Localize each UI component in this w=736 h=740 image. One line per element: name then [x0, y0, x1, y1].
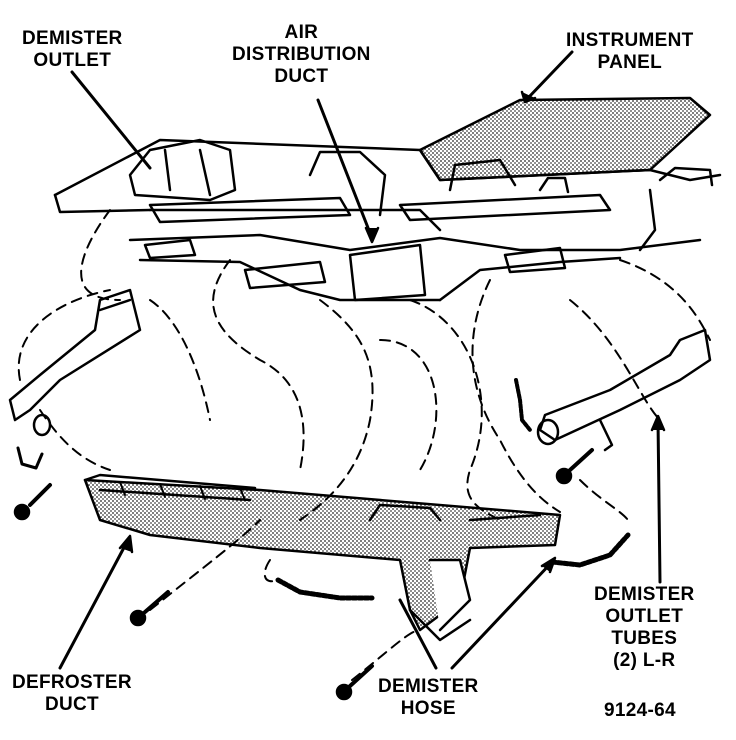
screw-left-top — [13, 483, 52, 521]
label-instrument-panel: INSTRUMENT PANEL — [566, 30, 694, 73]
leader-demister-hose-2 — [398, 598, 438, 670]
air-distribution-duct-part — [348, 243, 427, 302]
demister-hose-right — [549, 532, 631, 568]
label-defroster-duct: DEFROSTER DUCT — [12, 672, 132, 715]
leader-air-distribution-duct — [316, 98, 374, 240]
leader-instrument-panel — [526, 50, 574, 100]
leader-demister-outlet-tubes — [656, 418, 662, 584]
defroster-duct-part — [83, 478, 562, 632]
demister-hose-lower — [275, 577, 375, 601]
demister-outlet-tube-left — [8, 288, 142, 422]
demister-hose-left — [16, 446, 44, 470]
screw-center-bottom — [335, 664, 374, 701]
figure-number: 9124-64 — [604, 700, 676, 721]
leader-defroster-duct — [58, 538, 130, 670]
demister-outlet-left-part — [128, 138, 237, 202]
label-air-distribution-duct: AIR DISTRIBUTION DUCT — [232, 22, 371, 87]
instrument-panel-pad — [418, 96, 712, 182]
instrument-panel-body — [53, 138, 722, 197]
label-demister-hose: DEMISTER HOSE — [378, 676, 479, 719]
label-demister-outlet-tubes: DEMISTER OUTLET TUBES (2) L-R — [594, 584, 695, 671]
leader-demister-hose — [450, 560, 554, 670]
screw-right — [555, 448, 594, 485]
label-demister-outlet: DEMISTER OUTLET — [22, 28, 123, 71]
demister-outlet-tube-right — [538, 328, 712, 442]
leader-demister-outlet — [70, 70, 152, 170]
screw-left-bottom — [129, 590, 170, 627]
